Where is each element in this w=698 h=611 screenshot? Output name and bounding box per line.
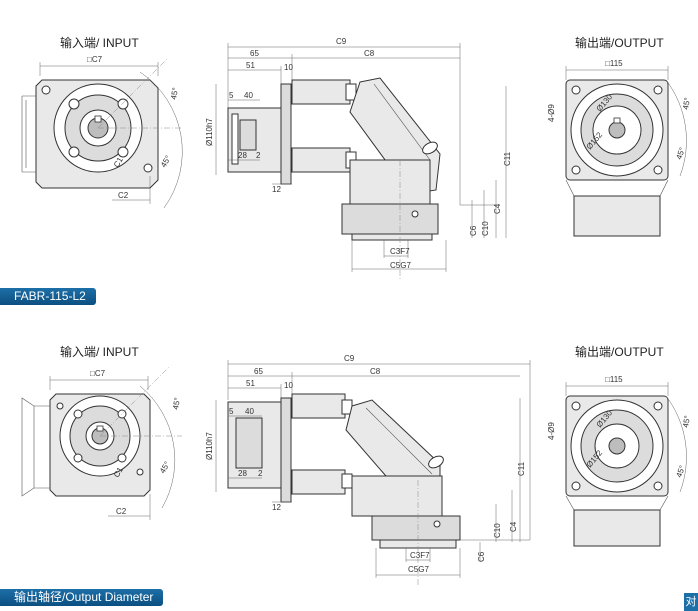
dim-10-2: 10 <box>284 381 293 390</box>
side-elevation-view: C9 65 C8 51 10 5 40 28 2 Ø110h7 12 <box>205 37 512 280</box>
dim-5: 5 <box>229 91 234 100</box>
dim-40: 40 <box>244 91 253 100</box>
output-diameter-tag[interactable]: 输出轴径/Output Diameter <box>0 589 164 606</box>
input-view-title: 输入端/ INPUT <box>60 36 139 50</box>
model-tag[interactable]: FABR-115-L2 <box>0 288 96 305</box>
dim-holes: 4-Ø9 <box>547 104 556 122</box>
dim-c6-2: C6 <box>477 551 486 562</box>
output-diameter-drawing: □C7 45° 45° C1 C2 C9 65 C8 <box>21 354 692 585</box>
dim-12: 12 <box>272 185 281 194</box>
out-angle-top: 45° <box>681 97 692 110</box>
dim-d110-2: Ø110h7 <box>205 432 214 460</box>
dim-28-2: 28 <box>238 469 247 478</box>
angle-label-top: 45° <box>169 87 180 100</box>
input-flange-view-2: □C7 45° 45° C1 C2 <box>21 365 182 520</box>
dim-10: 10 <box>284 63 293 72</box>
out-angle-bottom-2: 45° <box>674 464 687 478</box>
out-angle-top-2: 45° <box>681 415 692 428</box>
angle-label-bottom: 45° <box>159 154 173 169</box>
dim-51: 51 <box>246 61 255 70</box>
dim-c4-2: C4 <box>509 521 518 532</box>
dim-c2-2: C2 <box>116 507 127 516</box>
dim-c10: C10 <box>481 221 490 236</box>
dim-c10-2: C10 <box>493 523 502 538</box>
dim-51-2: 51 <box>246 379 255 388</box>
dim-2: 2 <box>256 151 261 160</box>
dim-c11: C11 <box>503 151 512 166</box>
side-elevation-view-2: C9 65 C8 51 10 5 40 28 2 Ø110h7 12 <box>205 354 531 585</box>
dim-sq115-2: □115 <box>605 375 623 384</box>
input-flange-drawing: □C7 45° 45° C1 C2 C9 <box>21 37 692 280</box>
dim-holes-2: 4-Ø9 <box>547 422 556 440</box>
output-view-title-2: 输出端/OUTPUT <box>575 345 664 359</box>
out-angle-bottom: 45° <box>674 146 687 160</box>
dim-12-2: 12 <box>272 503 281 512</box>
angle-label-bottom-2: 45° <box>158 460 172 475</box>
angle-label-top-2: 45° <box>171 397 182 410</box>
dim-28: 28 <box>238 151 247 160</box>
dim-c8: C8 <box>364 49 375 58</box>
dim-65-2: 65 <box>254 367 263 376</box>
input-view-title-2: 输入端/ INPUT <box>60 345 139 359</box>
dim-c8-2: C8 <box>370 367 381 376</box>
dim-c5: C5G7 <box>390 261 411 270</box>
dim-c6: C6 <box>469 225 478 236</box>
dim-c9: C9 <box>336 37 347 46</box>
dim-c9-2: C9 <box>344 354 355 363</box>
dim-c11-2: C11 <box>517 461 526 476</box>
dim-2-2: 2 <box>258 469 263 478</box>
dim-c7-2: □C7 <box>90 369 106 378</box>
output-face-view-2: □115 45° 45° 4-Ø9 Ø130 Ø152 <box>547 375 692 547</box>
dim-5-2: 5 <box>229 407 234 416</box>
dim-c3-2: C3F7 <box>410 551 430 560</box>
dim-c7: □C7 <box>87 55 103 64</box>
dim-sq115: □115 <box>605 59 623 68</box>
dim-c5-2: C5G7 <box>408 565 429 574</box>
dim-65: 65 <box>250 49 259 58</box>
dim-c4: C4 <box>493 203 502 214</box>
dim-d110: Ø110h7 <box>205 118 214 146</box>
output-view-title: 输出端/OUTPUT <box>575 36 664 50</box>
dim-40-2: 40 <box>245 407 254 416</box>
dim-c2: C2 <box>118 191 129 200</box>
output-face-view: □115 45° 45° 4-Ø9 Ø130 Ø152 <box>547 59 692 237</box>
input-flange-view: □C7 45° 45° C1 C2 <box>21 55 183 209</box>
corner-tab[interactable]: 对 <box>684 593 698 611</box>
